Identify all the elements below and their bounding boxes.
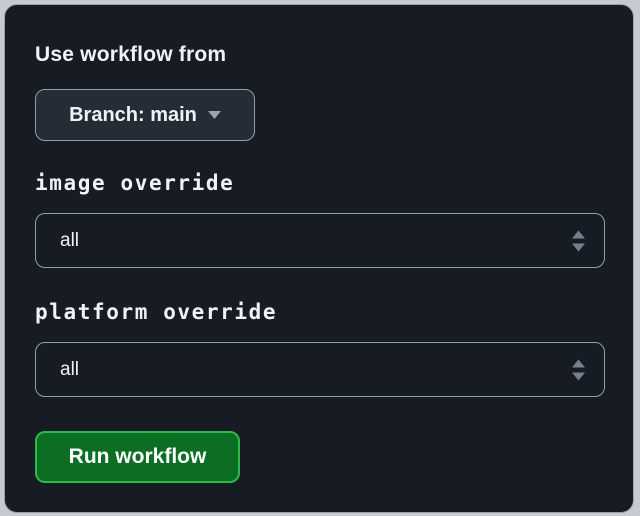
input-label-image-override: image override [35,171,235,195]
branch-selector-button[interactable]: Branch: main [35,89,255,141]
caret-down-icon [207,111,221,119]
run-workflow-dialog: Use workflow from Branch: main image ove… [4,4,634,513]
run-workflow-button[interactable]: Run workflow [35,431,240,483]
input-label-platform-override: platform override [35,300,278,324]
use-workflow-from-label: Use workflow from [35,43,227,66]
image-override-select-wrap: all [35,213,605,268]
platform-override-select[interactable]: all [35,342,605,397]
image-override-select[interactable]: all [35,213,605,268]
platform-override-select-wrap: all [35,342,605,397]
run-workflow-label: Run workflow [68,445,207,468]
branch-selector-label: Branch: main [69,103,197,126]
